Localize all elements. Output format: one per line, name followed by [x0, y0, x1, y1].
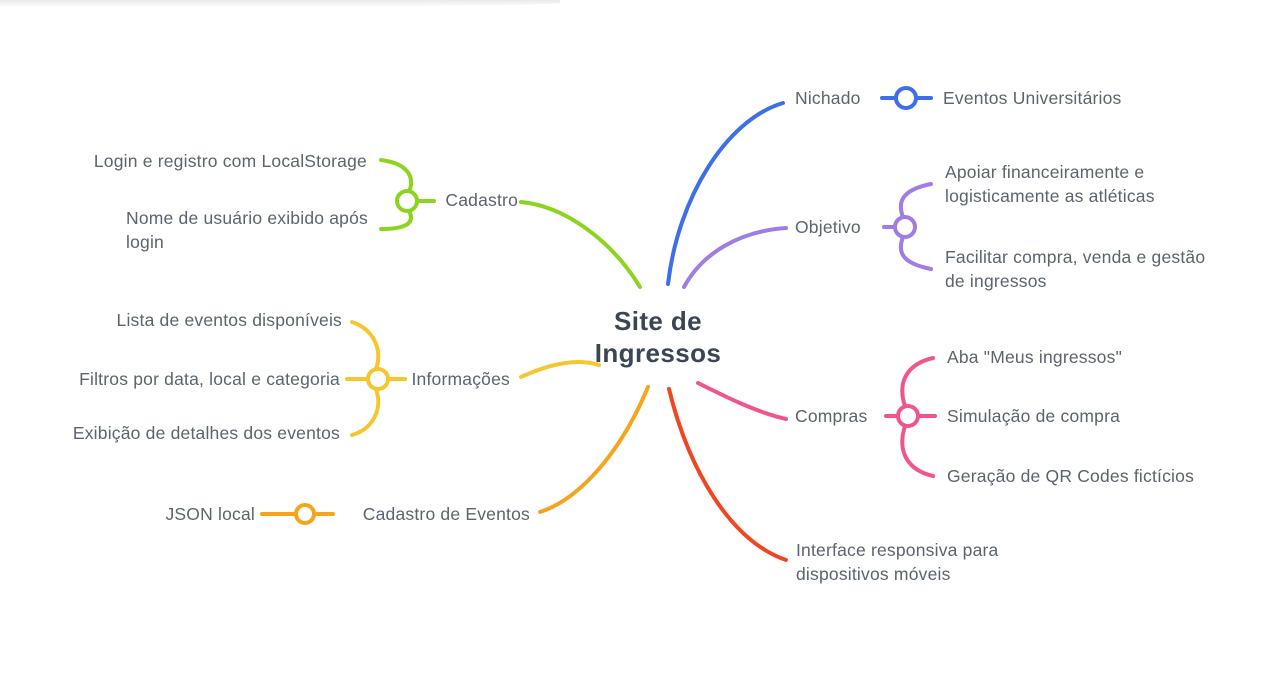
branch-node-nichado[interactable]: Nichado — [795, 88, 861, 108]
branch-node-compras[interactable]: Compras — [795, 406, 868, 426]
branch-node-informacoes[interactable]: Informações — [411, 369, 510, 389]
branch-node-interface-responsiva[interactable]: Interface responsiva para dispositivos m… — [796, 540, 999, 584]
node-toggle-informacoes[interactable] — [366, 367, 390, 391]
child-node-facilitar-gestao[interactable]: Facilitar compra, venda e gestão de ingr… — [945, 247, 1206, 291]
connector-informacoes-child3 — [350, 387, 381, 437]
child-node-filtros[interactable]: Filtros por data, local e categoria — [79, 369, 340, 389]
branch-curve-informacoes — [519, 359, 601, 379]
branch-curve-nichado — [666, 101, 785, 286]
connector-compras-child3 — [900, 424, 935, 478]
node-toggle-nichado[interactable] — [894, 86, 918, 110]
connector-objetivo-child1 — [898, 182, 933, 219]
branch-node-objetivo[interactable]: Objetivo — [795, 217, 861, 237]
child-node-simulacao-compra[interactable]: Simulação de compra — [947, 406, 1121, 426]
node-toggle-cadastro[interactable] — [395, 189, 419, 213]
branch-curve-interface — [667, 387, 788, 562]
connector-informacoes-child1 — [350, 320, 381, 371]
branch-curve-objetivo — [682, 226, 788, 289]
child-node-apoiar-atleticas[interactable]: Apoiar financeiramente e logisticamente … — [945, 162, 1155, 206]
connector-cadastro-child2 — [379, 209, 413, 231]
child-node-eventos-universitarios[interactable]: Eventos Universitários — [943, 88, 1122, 108]
node-toggle-compras[interactable] — [896, 404, 920, 428]
child-node-json-local[interactable]: JSON local — [165, 504, 255, 524]
branch-node-cadastro-eventos[interactable]: Cadastro de Eventos — [362, 504, 530, 524]
child-node-geracao-qr-codes[interactable]: Geração de QR Codes fictícios — [947, 466, 1195, 486]
node-toggle-objetivo[interactable] — [893, 215, 917, 239]
child-node-nome-usuario[interactable]: Nome de usuário exibido após login — [126, 208, 368, 252]
connector-objetivo-child2 — [898, 235, 933, 271]
child-node-exibicao-detalhes[interactable]: Exibição de detalhes dos eventos — [72, 423, 340, 443]
connector-compras-child1 — [900, 356, 935, 408]
branch-node-cadastro[interactable]: Cadastro — [445, 190, 518, 210]
child-node-login-registro[interactable]: Login e registro com LocalStorage — [93, 151, 367, 171]
root-node-site-de-ingressos[interactable]: Site de Ingressos — [594, 306, 722, 368]
child-node-aba-meus-ingressos[interactable]: Aba "Meus ingressos" — [947, 347, 1122, 367]
connector-cadastro-child1 — [379, 158, 413, 194]
branch-curve-compras — [696, 381, 788, 421]
node-toggle-cadastro-eventos[interactable] — [294, 503, 316, 525]
child-node-lista-eventos[interactable]: Lista de eventos disponíveis — [116, 310, 342, 330]
branch-curve-cadastro-eventos — [538, 385, 650, 514]
branch-curve-cadastro — [519, 200, 642, 289]
